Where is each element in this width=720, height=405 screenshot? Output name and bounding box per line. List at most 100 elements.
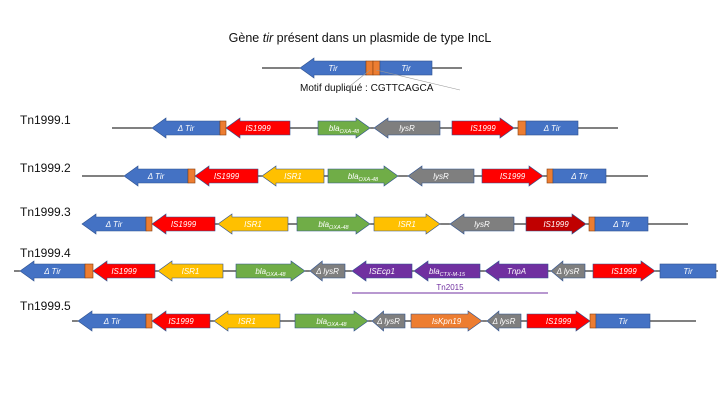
row-2-feature-isr1-3-shape bbox=[261, 165, 325, 187]
row-2-feature-repeat-1-shape bbox=[187, 168, 196, 184]
row-5-feature-iskpn19-6-label: IsKpn19 bbox=[432, 317, 462, 326]
row-2-feature-delta-tir-0-shape bbox=[123, 165, 189, 187]
row-1-feature-is1999-5-label: IS1999 bbox=[470, 124, 496, 133]
row-1-feature-repeat-6 bbox=[517, 120, 527, 136]
row-3-feature-repeat-8-shape bbox=[588, 216, 596, 232]
row-5-feature-delta-lysr-7-shape bbox=[486, 310, 522, 332]
row-5-feature-isr1-3-shape bbox=[213, 310, 281, 332]
row-2-feature-repeat-1 bbox=[187, 168, 196, 184]
row-4-feature-delta-lysr-9: Δ lysR bbox=[550, 260, 586, 282]
row-5-feature-repeat-9 bbox=[589, 313, 597, 329]
row-3-feature-bla-oxa-48-4-label: blaOXA-48 bbox=[318, 220, 349, 231]
row-5-feature-repeat-1-shape bbox=[145, 313, 153, 329]
row-5-feature-delta-lysr-5-label: Δ lysR bbox=[376, 317, 400, 326]
row-3-feature-isr1-5-shape bbox=[373, 213, 441, 235]
row-1-feature-delta-tir-7: Δ Tir bbox=[525, 120, 579, 136]
row-2-feature-delta-tir-8: Δ Tir bbox=[552, 168, 607, 184]
row-5-feature-delta-lysr-5: Δ lysR bbox=[371, 310, 406, 332]
row-label-tn1999-4: Tn1999.4 bbox=[20, 246, 71, 260]
row-5-feature-bla-oxa-48-4: blaOXA-48 bbox=[294, 310, 369, 332]
row-4-feature-bla-ctx-m-15-7-shape bbox=[413, 260, 481, 282]
row-4-feature-tir-11-shape bbox=[659, 263, 717, 279]
row-3-feature-bla-oxa-48-4-shape bbox=[296, 213, 371, 235]
page-title: Gène tir présent dans un plasmide de typ… bbox=[0, 31, 720, 45]
row-2-feature-repeat-7 bbox=[546, 168, 554, 184]
row-5-feature-iskpn19-6: IsKpn19 bbox=[410, 310, 483, 332]
row-5-feature-is1999-2: IS1999 bbox=[151, 310, 211, 332]
row-4-feature-tnpa-8: TnpA bbox=[484, 260, 549, 282]
reference-feature-tir-3-label: Tir bbox=[401, 64, 411, 73]
row-4-feature-delta-tir-0: Δ Tir bbox=[19, 260, 86, 282]
row-3-feature-repeat-1 bbox=[145, 216, 153, 232]
row-4-feature-bla-oxa-48-4-shape bbox=[235, 260, 306, 282]
row-5-feature-delta-tir-0: Δ Tir bbox=[77, 310, 147, 332]
title-after: présent dans un plasmide de type IncL bbox=[273, 31, 492, 45]
row-1-feature-delta-tir-0: Δ Tir bbox=[151, 117, 221, 139]
row-4-feature-tnpa-8-label: TnpA bbox=[507, 267, 526, 276]
row-2-feature-delta-tir-8-shape bbox=[552, 168, 607, 184]
row-2-feature-isr1-3-label: ISR1 bbox=[284, 172, 302, 181]
duplicated-motif-label: Motif dupliqué : CGTTCAGCA bbox=[300, 83, 434, 94]
row-5-feature-iskpn19-6-shape bbox=[410, 310, 483, 332]
row-1-feature-lysr-4-shape bbox=[373, 117, 441, 139]
row-5-feature-repeat-1 bbox=[145, 313, 153, 329]
row-4-feature-isr1-3: ISR1 bbox=[157, 260, 224, 282]
row-3-feature-isr1-5: ISR1 bbox=[373, 213, 441, 235]
row-5-feature-delta-tir-0-shape bbox=[77, 310, 147, 332]
row-2-feature-delta-tir-8-label: Δ Tir bbox=[570, 172, 588, 181]
row-5-feature-is1999-8: IS1999 bbox=[526, 310, 591, 332]
row-4-feature-repeat-1-shape bbox=[84, 263, 94, 279]
row-5-feature-repeat-9-shape bbox=[589, 313, 597, 329]
row-2-feature-is1999-6-label: IS1999 bbox=[500, 172, 526, 181]
row-3-feature-lysr-6-shape bbox=[449, 213, 515, 235]
row-3-feature-isr1-5-label: ISR1 bbox=[398, 220, 416, 229]
row-4-feature-delta-tir-0-shape bbox=[19, 260, 86, 282]
row-1-feature-repeat-1-shape bbox=[219, 120, 227, 136]
row-4-feature-delta-lysr-9-shape bbox=[550, 260, 586, 282]
row-3-feature-delta-tir-0-label: Δ Tir bbox=[105, 220, 123, 229]
row-2-feature-delta-tir-0: Δ Tir bbox=[123, 165, 189, 187]
row-label-tn1999-5: Tn1999.5 bbox=[20, 299, 71, 313]
row-4-feature-bla-oxa-48-4: blaOXA-48 bbox=[235, 260, 306, 282]
row-3-feature-isr1-3-label: ISR1 bbox=[244, 220, 262, 229]
reference-feature-tir-0: Tir bbox=[299, 57, 367, 79]
row-4-feature-delta-lysr-5-shape bbox=[309, 260, 346, 282]
row-3-feature-bla-oxa-48-4: blaOXA-48 bbox=[296, 213, 371, 235]
row-2-feature-bla-oxa-48-4: blaOXA-48 bbox=[327, 165, 399, 187]
row-3-feature-delta-tir-0: Δ Tir bbox=[81, 213, 147, 235]
title-italic: tir bbox=[262, 31, 274, 45]
row-3-feature-is1999-7-label: IS1999 bbox=[543, 220, 569, 229]
row-4-feature-delta-lysr-9-label: Δ lysR bbox=[556, 267, 580, 276]
row-5-feature-bla-oxa-48-4-shape bbox=[294, 310, 369, 332]
row-1-feature-bla-oxa-48-3-shape bbox=[317, 117, 371, 139]
reference-feature-tir-3-shape bbox=[379, 60, 433, 76]
row-5-feature-delta-lysr-7-label: Δ lysR bbox=[492, 317, 516, 326]
row-4-feature-is1999-2-shape bbox=[92, 260, 156, 282]
row-3-feature-lysr-6-label: lysR bbox=[474, 220, 490, 229]
row-label-tn1999-2: Tn1999.2 bbox=[20, 161, 71, 175]
row-5-feature-tir-10-label: Tir bbox=[618, 317, 628, 326]
row-2-feature-is1999-6-shape bbox=[481, 165, 544, 187]
row-1-feature-is1999-2: IS1999 bbox=[225, 117, 291, 139]
row-4-feature-bla-ctx-m-15-7-label: blaCTX-M-15 bbox=[429, 267, 466, 278]
row-3-feature-delta-tir-9: Δ Tir bbox=[594, 216, 649, 232]
reference-feature-tir-3: Tir bbox=[379, 60, 433, 76]
row-3-feature-is1999-7-shape bbox=[525, 213, 587, 235]
row-2-feature-repeat-7-shape bbox=[546, 168, 554, 184]
row-2-feature-is1999-2: IS1999 bbox=[194, 165, 259, 187]
row-3-feature-is1999-2-label: IS1999 bbox=[171, 220, 197, 229]
row-4-feature-tnpa-8-shape bbox=[484, 260, 549, 282]
row-2-feature-is1999-6: IS1999 bbox=[481, 165, 544, 187]
row-3-feature-delta-tir-0-shape bbox=[81, 213, 147, 235]
motif-pointer-line-left bbox=[344, 69, 371, 91]
row-4-feature-tir-11: Tir bbox=[659, 263, 717, 279]
row-2-feature-lysr-5-label: lysR bbox=[433, 172, 449, 181]
row-3-feature-is1999-7: IS1999 bbox=[525, 213, 587, 235]
reference-feature-repeat-1-shape bbox=[365, 60, 374, 76]
row-1-feature-repeat-6-shape bbox=[517, 120, 527, 136]
motif-pointer-line-right bbox=[375, 69, 461, 91]
row-4-feature-is1999-2: IS1999 bbox=[92, 260, 156, 282]
row-3-feature-lysr-6: lysR bbox=[449, 213, 515, 235]
